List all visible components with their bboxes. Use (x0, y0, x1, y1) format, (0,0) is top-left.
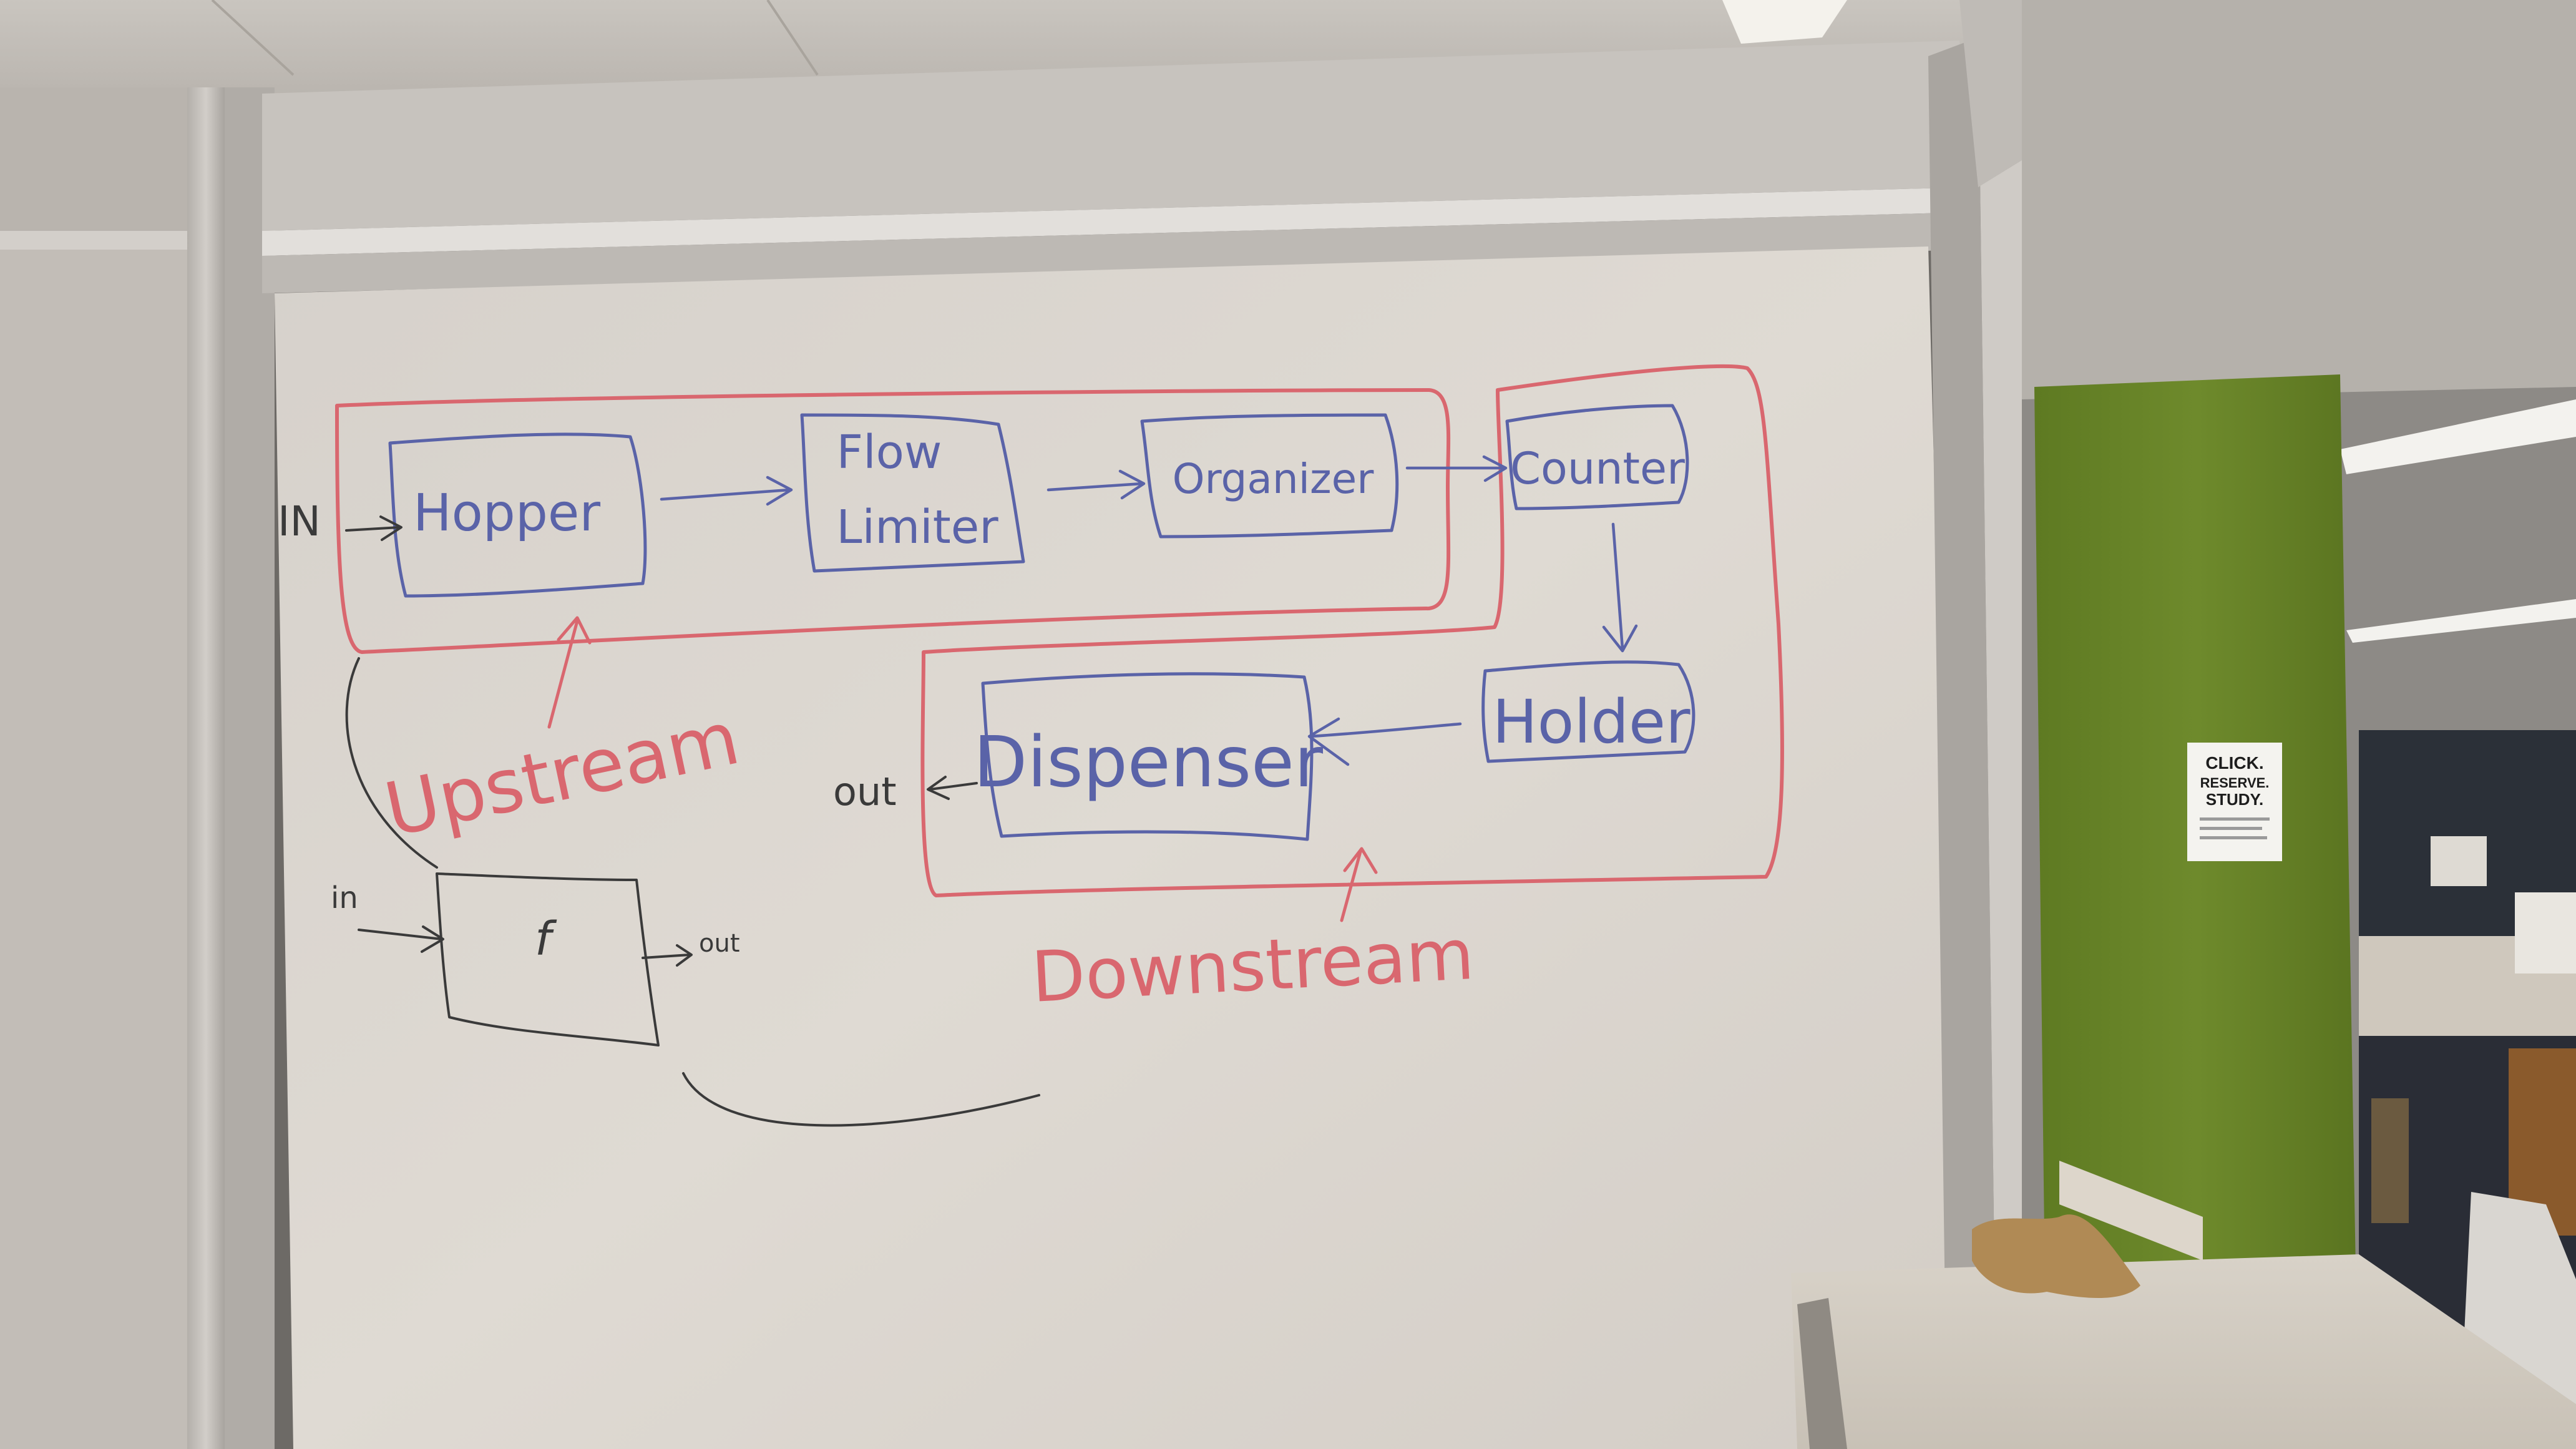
dispenser-label: Dispenser (973, 722, 1324, 803)
left-cubicle-panel (0, 87, 275, 1449)
limiter-label: Limiter (836, 500, 998, 554)
hopper-label: Hopper (413, 484, 600, 543)
main-output-arrow (927, 776, 978, 800)
crumpled-paper-bag (1972, 1214, 2140, 1298)
downstream-pointer-arrow (1340, 847, 1378, 922)
feedback-curve-left (345, 657, 438, 869)
counter-block (1505, 404, 1689, 510)
green-pillar: CLICK. RESERVE. STUDY. (2034, 374, 2359, 1449)
counter-label: Counter (1510, 443, 1685, 494)
function-input-label: in (331, 881, 358, 915)
poster-line-1: CLICK. (2205, 753, 2263, 773)
function-output-arrow (642, 944, 693, 967)
poster-line-2: RESERVE. (2200, 775, 2270, 791)
hopper-block (388, 432, 647, 598)
arrow-hopper-to-flow-limiter (660, 476, 793, 506)
whiteboard-top-frame (262, 41, 1972, 293)
downstream-group-outline (920, 364, 1784, 897)
main-input-arrow (345, 515, 402, 541)
feedback-curve-bottom (682, 1072, 1040, 1127)
function-box (436, 872, 660, 1046)
flow-label: Flow (837, 426, 942, 479)
upstream-group-outline (335, 388, 1451, 654)
arrow-flow-limiter-to-organizer (1046, 469, 1146, 500)
arrow-holder-to-dispenser (1307, 717, 1462, 766)
organizer-label: Organizer (1173, 455, 1375, 503)
organizer-block (1140, 413, 1399, 539)
foreground-desk (1791, 1214, 2576, 1449)
poster-line-3: STUDY. (2206, 790, 2263, 809)
function-input-arrow (358, 925, 444, 953)
arrow-organizer-to-counter (1405, 455, 1508, 482)
arrow-counter-to-holder (1602, 522, 1638, 653)
main-output-label: out (833, 769, 897, 814)
function-output-label: out (699, 929, 740, 958)
upstream-pointer-arrow (547, 616, 592, 729)
flow-arrows (660, 455, 1638, 766)
flow-limiter-block (800, 413, 1025, 573)
main-input-label: IN (278, 497, 321, 545)
study-poster (2187, 743, 2282, 861)
whiteboard-surface (275, 246, 1959, 1449)
holder-label: Holder (1492, 687, 1690, 757)
dispenser-block (981, 672, 1314, 841)
holder-block (1481, 660, 1695, 763)
